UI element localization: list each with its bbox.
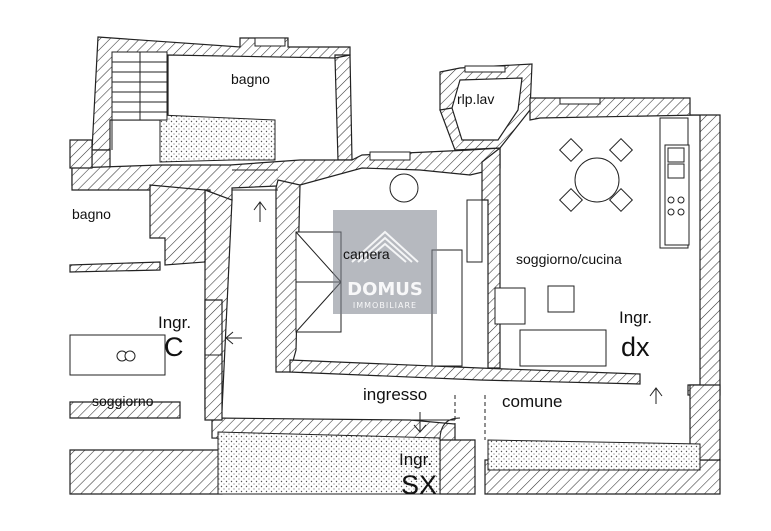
label-ingr-sx: Ingr. — [399, 450, 432, 469]
stippled-areas — [159, 114, 701, 495]
label-comune: comune — [502, 392, 562, 411]
stipple-shower — [159, 114, 276, 163]
arrow-down-ingresso — [413, 412, 427, 433]
sofa-right — [519, 329, 607, 367]
watermark-tagline: IMMOBILIARE — [353, 301, 417, 310]
watermark-brand: DOMUS — [347, 279, 423, 300]
wall-bottom-right2 — [689, 384, 721, 461]
dining-table — [574, 157, 620, 203]
wall-right-left — [481, 146, 501, 369]
arrow-up-corridor — [253, 201, 267, 222]
arrow-left-c — [225, 331, 242, 345]
arrow-up-dx — [649, 387, 663, 404]
wall-left-lower — [204, 299, 223, 421]
label-bagno-top: bagno — [231, 71, 270, 87]
wall-right-top — [529, 97, 721, 396]
label-bagno-left: bagno — [72, 206, 111, 222]
stairs — [111, 51, 168, 150]
wall-left-mid — [149, 184, 206, 266]
wall-rlp — [439, 63, 533, 151]
furniture — [69, 137, 690, 376]
doors — [205, 169, 486, 441]
armchair — [389, 173, 419, 203]
label-rlp-lav: rlp.lav — [457, 91, 494, 107]
wall-bottom-left — [69, 449, 223, 495]
watermark: DOMUS IMMOBILIARE — [333, 210, 437, 314]
room-labels: bagno rlp.lav bagno camera soggiorno/cuc… — [72, 71, 622, 411]
label-ingr-sx-letter: SX — [401, 470, 437, 500]
label-camera: camera — [343, 246, 390, 262]
stipple-bottom-right — [487, 439, 701, 471]
label-soggiorno-cucina: soggiorno/cucina — [516, 251, 622, 267]
wall-top-strip-left — [69, 261, 161, 273]
wall-left-bagno-top — [69, 139, 93, 169]
label-ingr-dx-letter: dx — [621, 332, 650, 362]
label-ingr-c: Ingr. — [158, 313, 191, 332]
wall-camera-bottom — [289, 359, 641, 385]
label-ingresso: ingresso — [363, 385, 427, 404]
label-ingr-c-letter: C — [164, 332, 184, 362]
wall-left-sog — [69, 401, 181, 419]
entrance-labels: Ingr. C Ingr. dx Ingr. SX — [158, 308, 652, 500]
wall-bottom-mid — [439, 439, 476, 495]
stipple-bottom — [217, 431, 441, 495]
label-ingr-dx: Ingr. — [619, 308, 652, 327]
label-soggiorno: soggiorno — [92, 393, 154, 409]
arrows — [225, 201, 663, 433]
wall-bagno-right — [334, 54, 353, 161]
